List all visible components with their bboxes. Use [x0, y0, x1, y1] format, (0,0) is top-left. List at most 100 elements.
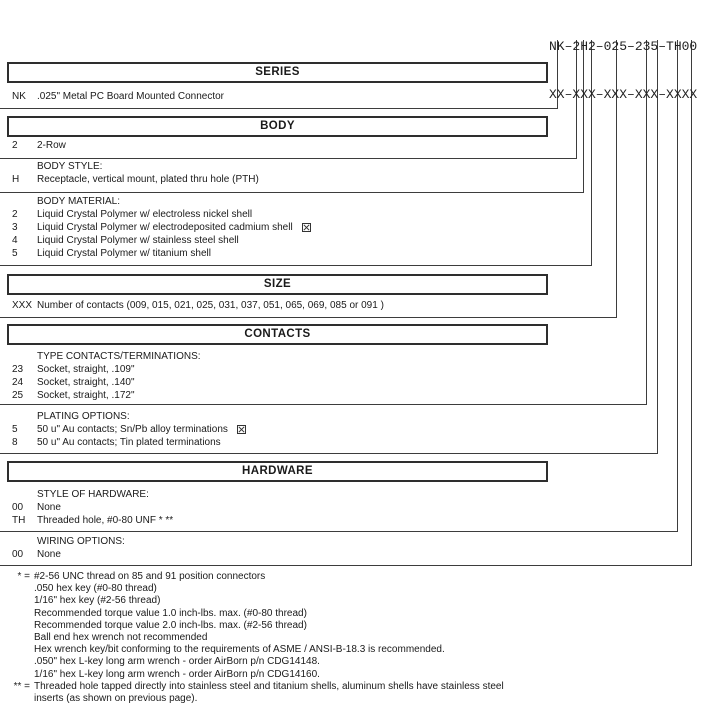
option-row: 25 Socket, straight, .172"	[0, 389, 560, 402]
connector-line-size	[0, 40, 617, 318]
connector-line-hardware-style	[0, 40, 678, 532]
option-row: TH Threaded hole, #0-80 UNF * **	[0, 514, 560, 527]
footnote-text: Hex wrench key/bit conforming to the req…	[34, 644, 445, 656]
option-code: 2	[12, 140, 18, 151]
option-desc: Liquid Crystal Polymer w/ electroless ni…	[37, 209, 253, 220]
option-desc: Number of contacts (009, 015, 021, 025, …	[37, 300, 384, 311]
group-label: BODY MATERIAL:	[37, 196, 120, 207]
option-row: XXX Number of contacts (009, 015, 021, 0…	[0, 299, 560, 312]
option-row: H Receptacle, vertical mount, plated thr…	[0, 173, 560, 186]
option-row: NK .025" Metal PC Board Mounted Connecto…	[0, 90, 560, 103]
footnote-marker	[0, 583, 34, 595]
body-rows: 2 2-Row	[0, 139, 560, 152]
footnote-text: #2-56 UNC thread on 85 and 91 position c…	[34, 571, 266, 582]
option-desc: Liquid Crystal Polymer w/ stainless stee…	[37, 235, 239, 246]
footnote-line: Recommended torque value 1.0 inch-lbs. m…	[0, 608, 504, 620]
footnote-text: 1/16" hex key (#2-56 thread)	[34, 595, 161, 607]
option-row: 23 Socket, straight, .109"	[0, 363, 560, 376]
connector-line-body-row	[0, 40, 577, 159]
option-row: 00 None	[0, 501, 560, 514]
option-code: XXX	[12, 300, 33, 311]
part-number-block: NK–2H2–025–235–TH00 XX–XXX–XXX–XXX–XXXX	[549, 7, 697, 135]
option-code: 00	[12, 502, 24, 513]
wiring-group: WIRING OPTIONS: 00 None	[0, 535, 560, 561]
footnotes: * = #2-56 UNC thread on 85 and 91 positi…	[0, 571, 504, 705]
series-rows: NK .025" Metal PC Board Mounted Connecto…	[0, 90, 560, 103]
option-code: 4	[12, 235, 18, 246]
option-desc: 2-Row	[37, 140, 66, 151]
footnote-line: 1/16" hex key (#2-56 thread)	[0, 595, 504, 607]
option-desc: .025" Metal PC Board Mounted Connector	[37, 91, 224, 102]
option-row: 2 Liquid Crystal Polymer w/ electroless …	[0, 208, 560, 221]
footnote-text: Threaded hole tapped directly into stain…	[34, 680, 504, 692]
footnote-line: * = #2-56 UNC thread on 85 and 91 positi…	[0, 571, 504, 583]
footnote-marker	[0, 632, 34, 644]
connector-line-plating	[0, 40, 658, 454]
footnote-marker	[0, 595, 34, 607]
footnote-line: Recommended torque value 2.0 inch-lbs. m…	[0, 620, 504, 632]
footnote-text: 1/16" hex L-key long arm wrench - order …	[34, 668, 320, 680]
option-code: NK	[12, 91, 26, 102]
option-desc: 50 u" Au contacts; Tin plated terminatio…	[37, 437, 221, 448]
footnote-text: .050" hex L-key long arm wrench - order …	[34, 656, 320, 668]
group-label: TYPE CONTACTS/TERMINATIONS:	[37, 351, 201, 362]
option-row: 5 Liquid Crystal Polymer w/ titanium she…	[0, 247, 560, 260]
option-desc: Liquid Crystal Polymer w/ electrodeposit…	[37, 222, 293, 233]
footnote-line: inserts (as shown on previous page).	[0, 693, 504, 705]
footnote-marker	[0, 656, 34, 668]
option-desc: Threaded hole, #0-80 UNF * **	[37, 515, 174, 526]
size-rows: XXX Number of contacts (009, 015, 021, 0…	[0, 299, 560, 312]
option-desc: 50 u" Au contacts; Sn/Pb alloy terminati…	[37, 424, 228, 435]
footnote-marker: * =	[17, 571, 30, 582]
footnote-marker	[0, 669, 34, 681]
option-code: 23	[12, 364, 24, 375]
footnote-marker	[0, 620, 34, 632]
footnote-marker: ** =	[13, 680, 30, 692]
footnote-line: 1/16" hex L-key long arm wrench - order …	[0, 669, 504, 681]
footnote-line: .050" hex L-key long arm wrench - order …	[0, 656, 504, 668]
group-label: WIRING OPTIONS:	[37, 536, 125, 547]
contacts-header: CONTACTS	[7, 324, 548, 345]
option-code: 24	[12, 377, 24, 388]
option-code: 3	[12, 222, 18, 233]
option-row: 4 Liquid Crystal Polymer w/ stainless st…	[0, 234, 560, 247]
footnote-line: Ball end hex wrench not recommended	[0, 632, 504, 644]
footnote-marker	[0, 608, 34, 620]
contact-type-group: TYPE CONTACTS/TERMINATIONS: 23 Socket, s…	[0, 350, 560, 402]
body-style-group: BODY STYLE: H Receptacle, vertical mount…	[0, 160, 560, 186]
option-row: 5 50 u" Au contacts; Sn/Pb alloy termina…	[0, 423, 560, 436]
option-desc: Liquid Crystal Polymer w/ titanium shell	[37, 248, 211, 259]
footnote-text: .050 hex key (#0-80 thread)	[34, 583, 157, 595]
footnote-text: Recommended torque value 2.0 inch-lbs. m…	[34, 619, 307, 631]
option-desc: Socket, straight, .109"	[37, 364, 135, 375]
series-header: SERIES	[7, 62, 548, 83]
option-row: 24 Socket, straight, .140"	[0, 376, 560, 389]
footnote-text: Ball end hex wrench not recommended	[34, 632, 208, 644]
size-header: SIZE	[7, 274, 548, 295]
group-label: STYLE OF HARDWARE:	[37, 489, 149, 500]
connector-line-body-style	[0, 40, 584, 193]
option-row: 3 Liquid Crystal Polymer w/ electrodepos…	[0, 221, 560, 234]
option-desc: None	[37, 549, 61, 560]
option-code: TH	[12, 515, 26, 526]
option-code: H	[12, 174, 20, 185]
footnote-text: inserts (as shown on previous page).	[34, 693, 198, 705]
part-number-mask: XX–XXX–XXX–XXX–XXXX	[549, 87, 698, 102]
option-code: 5	[12, 248, 18, 259]
connector-line-wiring	[0, 40, 692, 566]
option-row: 00 None	[0, 548, 560, 561]
hardware-header: HARDWARE	[7, 461, 548, 482]
option-code: 5	[12, 424, 18, 435]
footnote-line: Hex wrench key/bit conforming to the req…	[0, 644, 504, 656]
body-material-group: BODY MATERIAL: 2 Liquid Crystal Polymer …	[0, 195, 560, 260]
hardware-style-group: STYLE OF HARDWARE: 00 None TH Threaded h…	[0, 488, 560, 527]
option-row: 2 2-Row	[0, 139, 560, 152]
footnote-line: ** = Threaded hole tapped directly into …	[0, 681, 504, 693]
footnote-marker	[0, 644, 34, 656]
group-label: BODY STYLE:	[37, 161, 103, 172]
option-desc: None	[37, 502, 61, 513]
boxed-x-icon	[301, 223, 311, 232]
connector-line-body-material	[0, 40, 592, 266]
option-code: 8	[12, 437, 18, 448]
